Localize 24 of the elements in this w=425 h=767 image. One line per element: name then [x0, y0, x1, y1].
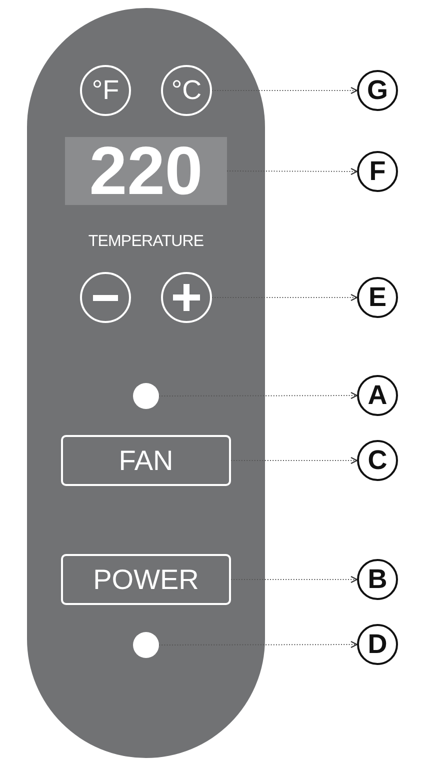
temperature-caption: TEMPERATURE	[87, 233, 205, 251]
indicator-light	[133, 383, 159, 409]
fan-button: FAN	[61, 435, 231, 486]
callout-letter: B	[357, 559, 398, 600]
leader-line	[212, 294, 358, 302]
celsius-button: °C	[161, 65, 212, 116]
callout-letter: E	[357, 277, 398, 318]
leader-line	[230, 456, 358, 464]
plus-button	[161, 272, 212, 323]
leader-line	[212, 86, 358, 94]
leader-line	[230, 576, 358, 584]
leader-line	[158, 640, 358, 648]
callout-letter: F	[357, 151, 398, 192]
fahrenheit-button: °F	[80, 65, 131, 116]
leader-line	[158, 392, 358, 400]
callout-letter: D	[357, 624, 398, 665]
indicator-light	[133, 632, 159, 658]
callout-letter: C	[357, 440, 398, 481]
callout-letter: G	[357, 70, 398, 111]
power-button: POWER	[61, 554, 231, 605]
temperature-display: 220	[65, 137, 227, 205]
leader-line	[226, 168, 358, 176]
callout-letter: A	[357, 375, 398, 416]
minus-button	[80, 272, 131, 323]
